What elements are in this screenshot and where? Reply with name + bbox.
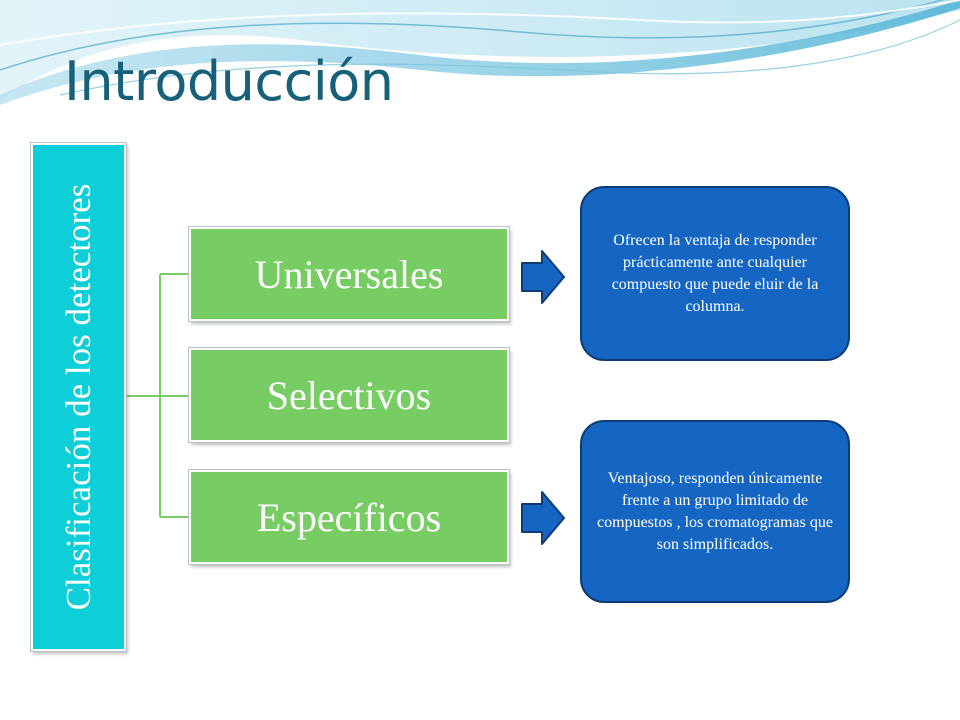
- category-box-especificos: Específicos: [189, 470, 509, 564]
- root-category-label: Clasificación de los detectores: [58, 183, 98, 611]
- category-label-selectivos: Selectivos: [266, 372, 432, 418]
- slide-title: Introducción: [64, 50, 394, 113]
- category-box-universales: Universales: [189, 227, 509, 321]
- callout-especificos: Ventajoso, responden únicamente frente a…: [580, 420, 850, 603]
- category-box-selectivos: Selectivos: [189, 348, 509, 442]
- wave-decoration: [0, 0, 960, 105]
- connector-lines: [126, 273, 189, 518]
- category-label-universales: Universales: [254, 251, 444, 297]
- right-arrow-icon: [521, 491, 565, 545]
- callout-text-universales: Ofrecen la ventaja de responder práctica…: [611, 231, 819, 315]
- callout-text-especificos: Ventajoso, responden únicamente frente a…: [597, 469, 833, 553]
- category-label-especificos: Específicos: [256, 494, 442, 540]
- right-arrow-icon: [521, 250, 565, 304]
- root-category-box: Clasificación de los detectores: [31, 143, 126, 651]
- callout-universales: Ofrecen la ventaja de responder práctica…: [580, 186, 850, 361]
